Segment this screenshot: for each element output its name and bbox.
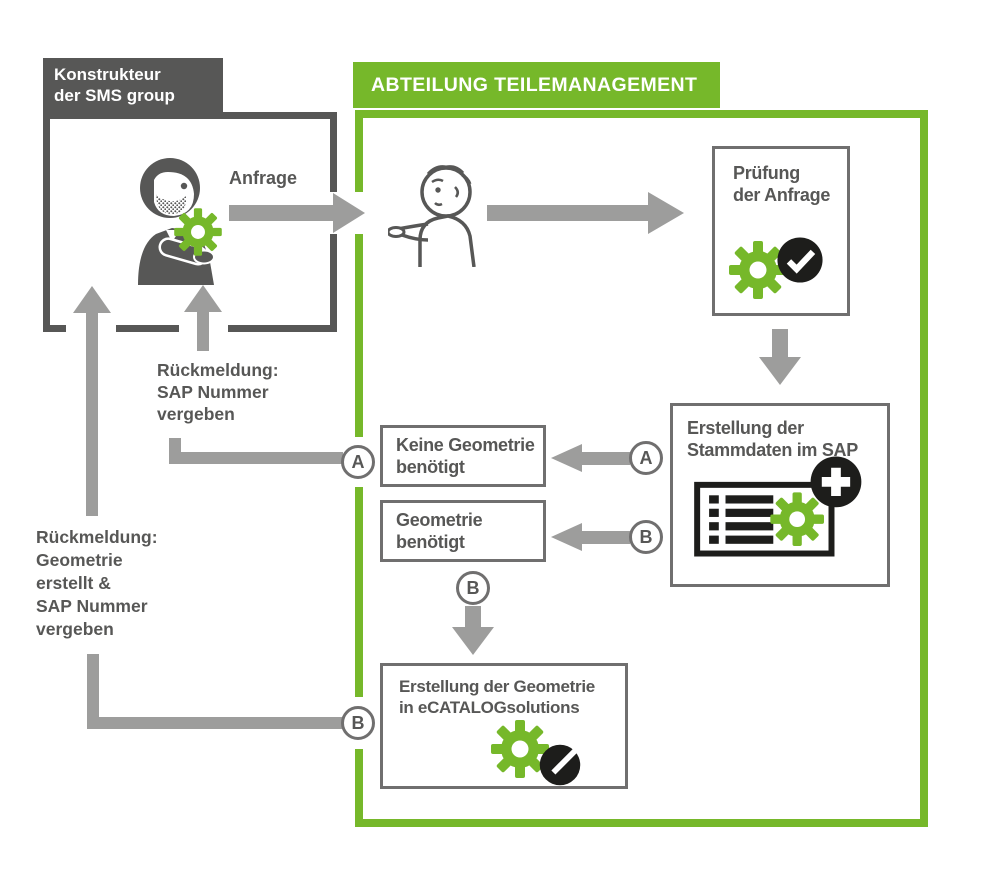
feedback-b-up-arrow-shaft [86,310,98,516]
branch-b-circle-mid: B [456,571,490,605]
sap-record-icon [694,456,862,557]
keine-geometrie-label-line1: Keine Geometrie [396,435,535,455]
feedback-a-elbow-horizontal [169,452,343,464]
branch-b-arrow-head [551,523,582,551]
feedback-a-up-arrow-head [184,285,222,312]
branch-a-arrow-shaft [580,452,630,465]
konstrukteur-title-line1: Konstrukteur [54,65,161,84]
teilemanagement-title: ABTEILUNG TEILEMANAGEMENT [371,74,698,96]
pruefung-to-stammdaten-arrow-shaft [772,329,788,359]
teilemanagement-header: ABTEILUNG TEILEMANAGEMENT [353,62,720,108]
feedback-geometrie-note: Rückmeldung: Geometrie erstellt & SAP Nu… [36,526,158,641]
anfrage-label: Anfrage [229,168,298,188]
konstrukteur-header: Konstrukteur der SMS group [43,58,223,112]
feedback-geo-line4: SAP Nummer [36,596,148,616]
feedback-sap-line2: SAP Nummer [157,382,269,402]
branch-a-circle-left: A [341,445,375,479]
to-pruefung-arrow-head [648,192,684,234]
geometrie-box: Geometrie benötigt [380,500,546,562]
check-circle-icon [777,237,823,283]
keine-geometrie-box: Keine Geometrie benötigt [380,425,546,487]
branch-a-arrow-head [551,444,582,472]
b-to-ecatalog-arrow-head [452,627,494,655]
clerk-icon [388,165,476,267]
geometrie-label-line1: Geometrie [396,510,483,530]
branch-b-arrow-shaft [580,531,630,544]
anfrage-arrow-head [333,193,365,233]
feedback-b-elbow-horizontal [87,717,343,729]
feedback-sap-line1: Rückmeldung: [157,360,279,380]
to-pruefung-arrow-shaft [487,205,650,221]
branch-b-circle-right: B [629,520,663,554]
pruefung-to-stammdaten-arrow-head [759,357,801,385]
feedback-sap-line3: vergeben [157,404,235,424]
pruefung-label-line1: Prüfung [733,163,800,183]
stammdaten-label-line2: Stammdaten im SAP [687,439,858,460]
feedback-geo-line1: Rückmeldung: [36,527,158,547]
pruefung-label-line2: der Anfrage [733,184,831,205]
b-to-ecatalog-arrow-shaft [465,606,481,629]
engineer-icon [138,158,222,285]
anfrage-arrow-shaft [229,205,334,221]
feedback-sap-note: Rückmeldung: SAP Nummer vergeben [157,359,279,425]
feedback-geo-line3: erstellt & [36,573,111,593]
branch-b-circle-left: B [341,706,375,740]
geometrie-label-line2: benötigt [396,531,465,552]
plus-circle-icon [810,456,862,508]
branch-a-circle-right: A [629,441,663,475]
ecatalog-label-line1: Erstellung der Geometrie [399,677,595,696]
stammdaten-label-line1: Erstellung der [687,418,804,438]
feedback-b-elbow-vertical [87,654,99,729]
keine-geometrie-label-line2: benötigt [396,456,465,477]
wrench-circle-icon [539,744,581,786]
konstrukteur-title-line2: der SMS group [54,86,175,105]
list-lines-icon [709,495,774,544]
feedback-b-up-arrow-head [73,286,111,313]
ecatalog-label-line2: in eCATALOGsolutions [399,697,580,717]
feedback-a-up-arrow-shaft [197,309,209,351]
feedback-geo-line5: vergeben [36,619,114,639]
feedback-geo-line2: Geometrie [36,550,123,570]
